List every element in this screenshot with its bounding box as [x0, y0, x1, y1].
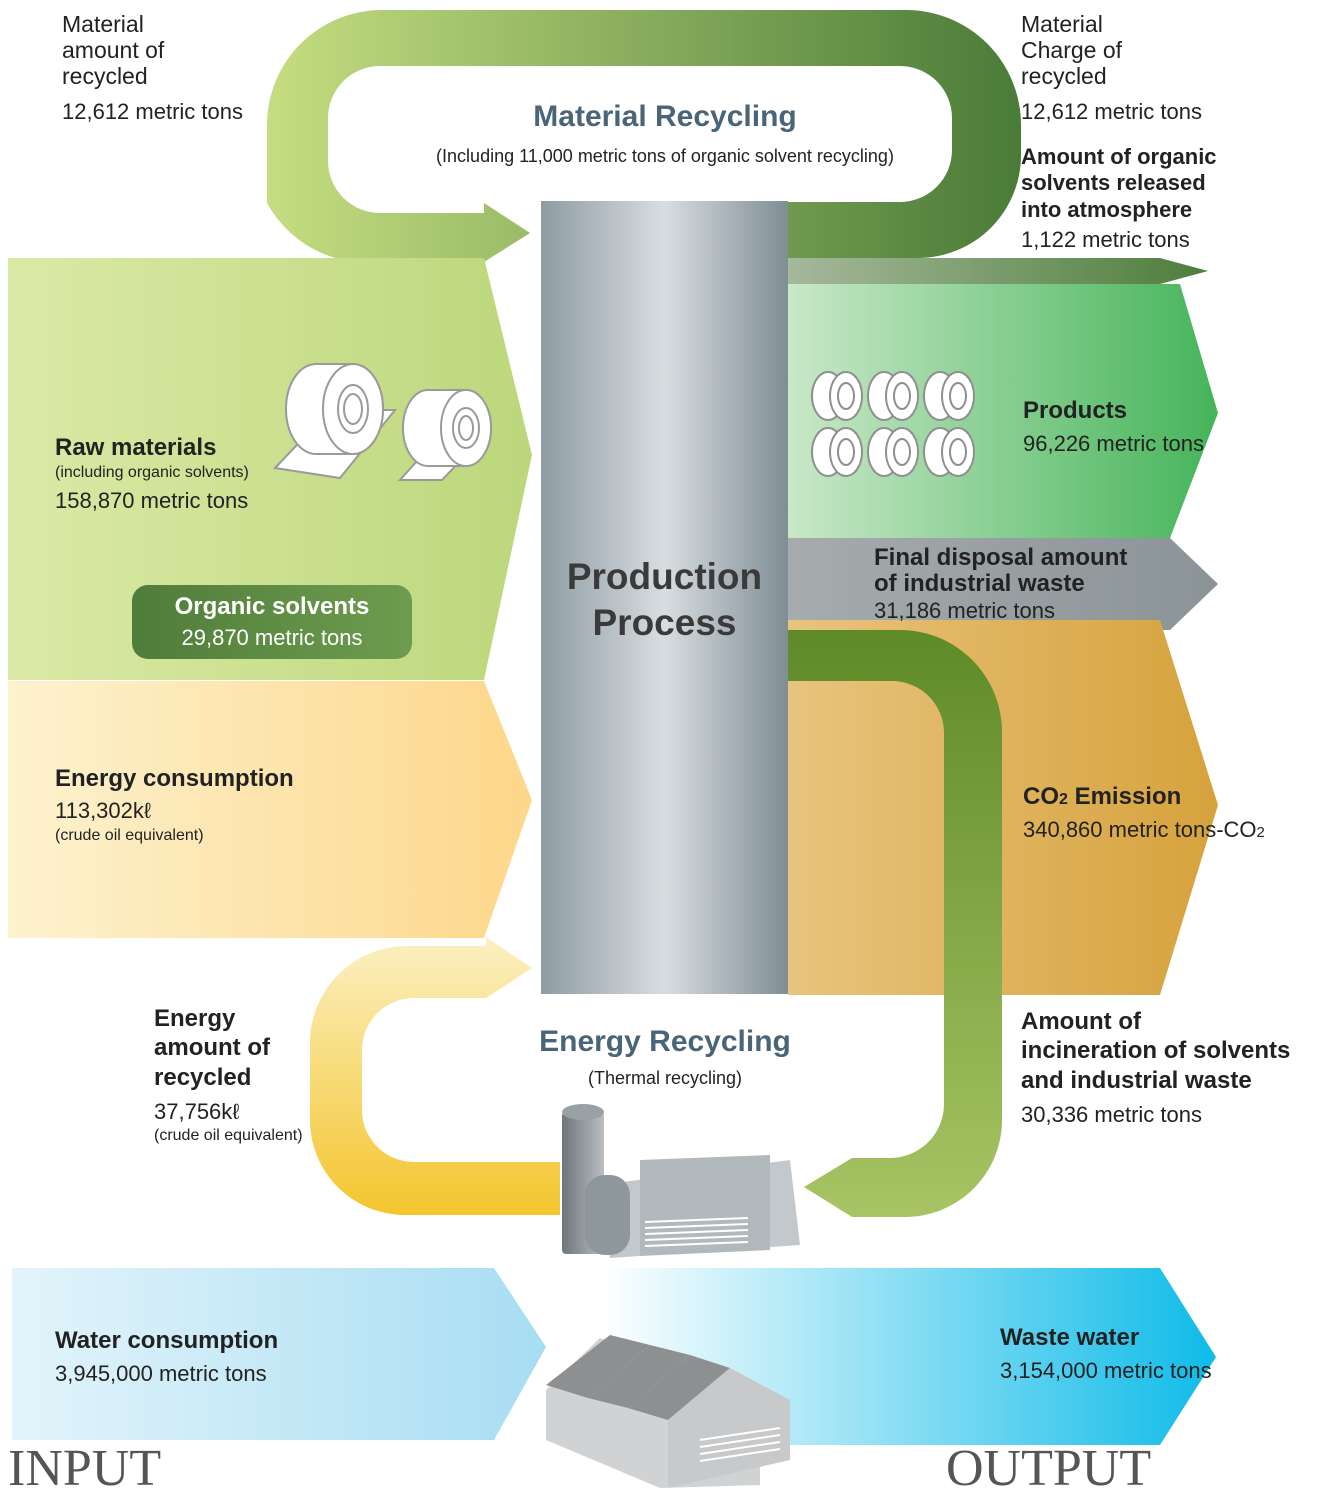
incinerator-icon — [562, 1104, 800, 1258]
energy-consumption-note: (crude oil equivalent) — [55, 827, 204, 844]
organic-released-line2: solvents released — [1021, 170, 1206, 196]
final-disposal-line1: Final disposal amount — [874, 544, 1128, 571]
co2-value-a: 340,860 metric tons-CO — [1023, 817, 1257, 842]
organic-released-label: Amount of organic solvents released into… — [1021, 144, 1217, 223]
production-process-title: Production Process — [541, 554, 788, 647]
raw-materials-arrow — [8, 258, 532, 680]
incineration-line3: and industrial waste — [1021, 1066, 1252, 1094]
organic-solvents-badge: Organic solvents 29,870 metric tons — [132, 585, 412, 659]
co2-label-a: CO — [1023, 783, 1059, 810]
energy-recycled-line1: Energy — [154, 1005, 236, 1032]
co2-emission-value: 340,860 metric tons-CO2 — [1023, 817, 1265, 843]
incineration-label: Amount of incineration of solvents and i… — [1021, 1007, 1290, 1095]
co2-label-sub: 2 — [1059, 791, 1068, 808]
incineration-line2: incineration of solvents — [1021, 1037, 1291, 1065]
material-recycling-title: Material Recycling — [533, 100, 797, 133]
raw-materials-value: 158,870 metric tons — [55, 488, 249, 513]
energy-consumption-arrow — [8, 681, 532, 938]
organic-released-line3: into atmosphere — [1021, 196, 1193, 222]
waste-water-label: Waste water — [1000, 1324, 1140, 1351]
incineration-line1: Amount of — [1021, 1008, 1141, 1035]
material-recycled-label: Material amount of recycled — [62, 11, 165, 89]
material-recycling-note: (Including 11,000 metric tons of organic… — [436, 146, 894, 166]
products-label: Products — [1023, 397, 1128, 424]
energy-recycled-note: (crude oil equivalent) — [154, 1127, 303, 1144]
water-consumption-value: 3,945,000 metric tons — [55, 1361, 267, 1386]
material-charge-line1: Material — [1021, 11, 1103, 37]
organic-solvents-value: 29,870 metric tons — [181, 625, 363, 650]
input-heading: INPUT — [8, 1440, 162, 1497]
incineration-value: 30,336 metric tons — [1021, 1102, 1202, 1127]
final-disposal-label: Final disposal amount of industrial wast… — [874, 544, 1128, 598]
co2-label-b: Emission — [1067, 783, 1182, 810]
material-charge-label: Material Charge of recycled — [1021, 11, 1123, 89]
material-charge-line3: recycled — [1021, 62, 1107, 89]
final-disposal-line2: of industrial waste — [874, 570, 1085, 598]
organic-released-value: 1,122 metric tons — [1021, 227, 1190, 252]
co2-emission-label: CO2 Emission — [1023, 783, 1182, 811]
material-recycled-line2: amount of — [62, 36, 165, 63]
material-recycled-value: 12,612 metric tons — [62, 99, 243, 124]
organic-solvents-label: Organic solvents — [174, 593, 370, 620]
co2-emission-arrow — [788, 620, 1218, 995]
energy-recycling-loop — [310, 937, 560, 1215]
co2-value-sub: 2 — [1256, 824, 1265, 841]
energy-consumption-label: Energy consumption — [55, 765, 294, 792]
waste-water-value: 3,154,000 metric tons — [1000, 1358, 1212, 1383]
water-consumption-label: Water consumption — [55, 1327, 279, 1354]
product-rolls-icon — [811, 371, 975, 477]
production-line2: Process — [592, 602, 737, 644]
output-heading: OUTPUT — [946, 1440, 1152, 1497]
material-charge-value: 12,612 metric tons — [1021, 99, 1202, 124]
energy-recycling-note: (Thermal recycling) — [587, 1068, 743, 1088]
production-process-column — [541, 201, 788, 994]
organic-released-line1: Amount of organic — [1021, 144, 1217, 169]
energy-recycled-value: 37,756kℓ — [154, 1099, 240, 1124]
solvents-released-arrow — [788, 258, 1208, 284]
energy-consumption-value: 113,302kℓ — [55, 798, 152, 823]
material-recycled-line1: Material — [62, 11, 144, 37]
final-disposal-arrow — [788, 538, 1218, 630]
energy-recycled-line2: amount of — [154, 1034, 270, 1062]
incineration-loop — [788, 630, 1002, 1217]
factory-icon — [546, 1335, 790, 1488]
energy-recycled-label: Energy amount of recycled — [154, 1004, 270, 1092]
products-value: 96,226 metric tons — [1023, 431, 1204, 456]
film-roll-icon — [272, 363, 493, 481]
material-recycled-line3: recycled — [62, 62, 148, 89]
material-recycling-loop — [267, 10, 1021, 263]
raw-materials-label: Raw materials — [55, 434, 217, 461]
energy-recycled-line3: recycled — [154, 1063, 252, 1091]
water-consumption-arrow — [12, 1268, 546, 1440]
material-charge-line2: Charge of — [1021, 36, 1123, 63]
energy-recycling-title: Energy Recycling — [539, 1025, 791, 1058]
production-line1: Production — [566, 556, 763, 597]
final-disposal-value: 31,186 metric tons — [874, 598, 1055, 623]
raw-materials-note: (including organic solvents) — [55, 464, 249, 481]
